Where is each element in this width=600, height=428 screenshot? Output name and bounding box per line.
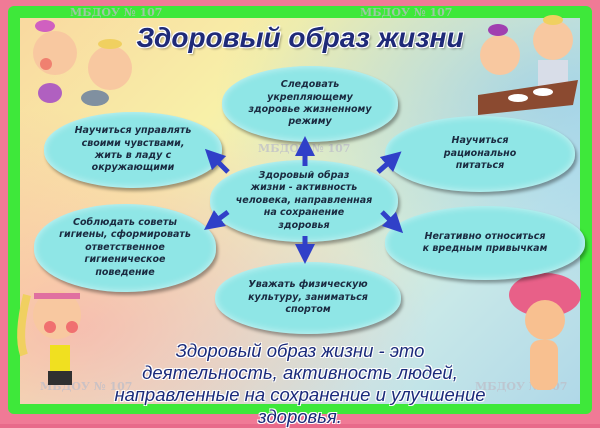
watermark: МБДОУ № 107 [70,6,163,19]
arrow-down-right-icon [380,210,404,234]
arrow-up-left-icon [204,148,230,174]
arrow-down-left-icon [204,210,230,230]
cloud-hygiene: Соблюдать советы гигиены, сформировать о… [34,204,216,292]
cloud-center-definition: Здоровый образ жизни - активность челове… [210,160,398,242]
poster-title: Здоровый образ жизни [136,22,464,53]
cloud-rational-nutrition: Научиться рационально питаться [385,116,575,192]
cloud-manage-emotions: Научиться управлять своими чувствами, жи… [44,112,222,188]
baby-shower-cap-illustration [509,255,581,390]
cloud-bad-habits: Негативно относиться к вредным привычкам [385,206,585,280]
babies-illustration [33,20,132,106]
cloud-daily-regimen: Следовать укрепляющему здоровье жизненно… [222,66,398,142]
cloud-physical-culture: Уважать физическую культуру, заниматься … [215,262,401,334]
children-eating-illustration [478,15,578,115]
watermark: МБДОУ № 107 [360,6,453,19]
arrow-up-right-icon [376,151,402,174]
definition-text: Здоровый образ жизни - это деятельность,… [114,340,486,427]
girl-exercising-illustration [17,291,81,385]
